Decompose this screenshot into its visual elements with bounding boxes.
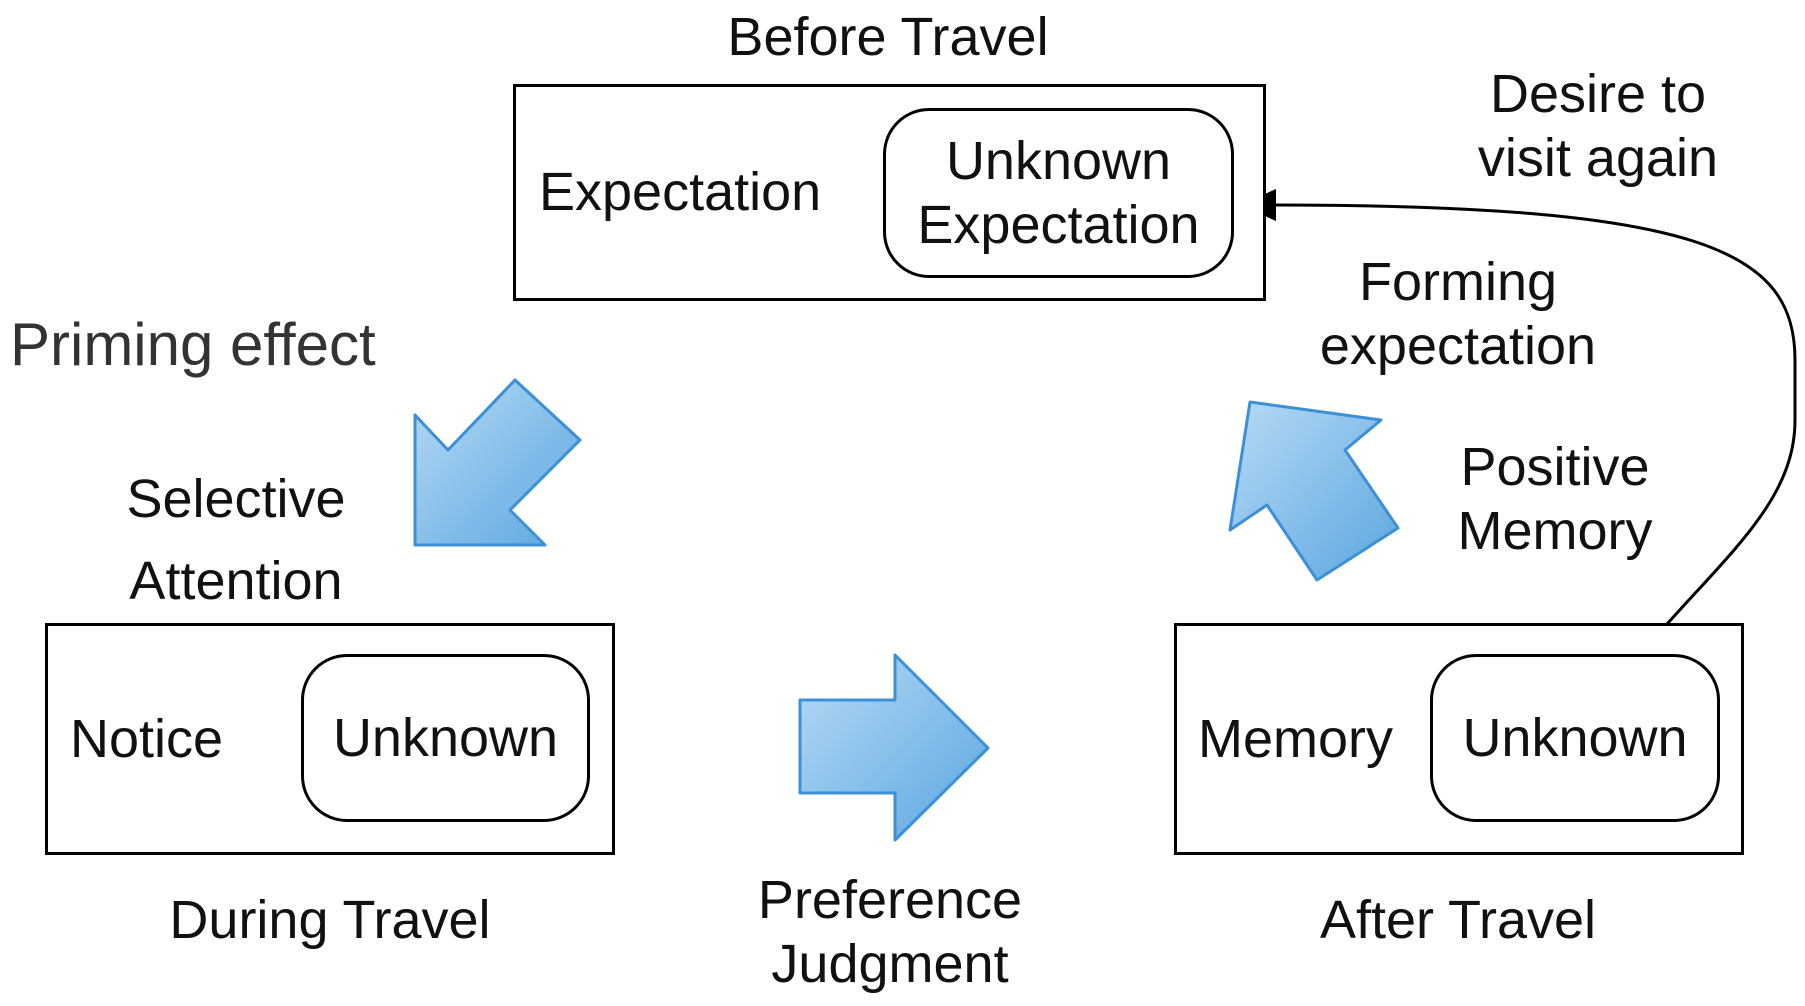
after-travel-title: After Travel — [1319, 890, 1597, 950]
notice-label: Notice — [70, 709, 224, 769]
curved-arrow-icon — [1269, 203, 1797, 656]
desire-to-visit-label: Desire to visit again — [1448, 62, 1748, 190]
unknown-expectation-line1: Unknown — [945, 131, 1172, 191]
after-unknown-box: Unknown — [1430, 654, 1720, 822]
unknown-expectation-line2: Expectation — [917, 195, 1200, 255]
arrow-up-left-icon — [1228, 400, 1400, 582]
arrow-down-left-icon — [413, 378, 582, 547]
expectation-label: Expectation — [539, 162, 822, 222]
desire-line1: Desire to — [1489, 64, 1707, 124]
positive-line1: Positive — [1460, 437, 1650, 497]
forming-line2: expectation — [1319, 316, 1597, 376]
during-travel-title: During Travel — [169, 890, 491, 950]
preference-line1: Preference — [757, 870, 1023, 930]
positive-line2: Memory — [1457, 501, 1653, 561]
forming-line1: Forming — [1358, 252, 1558, 312]
positive-memory-label: Positive Memory — [1420, 435, 1690, 563]
desire-line2: visit again — [1477, 128, 1719, 188]
forming-expectation-label: Forming expectation — [1308, 250, 1608, 378]
priming-effect-label: Priming effect — [10, 311, 376, 378]
arrow-right-icon — [798, 653, 990, 842]
preference-line2: Judgment — [771, 934, 1009, 994]
unknown-expectation-box: Unknown Expectation — [883, 108, 1234, 278]
before-travel-title: Before Travel — [727, 7, 1049, 67]
during-unknown-box: Unknown — [301, 654, 590, 822]
selective-attention-label: Selective Attention — [96, 458, 376, 622]
selective-line2: Attention — [129, 551, 343, 611]
memory-label: Memory — [1198, 709, 1394, 769]
preference-judgment-label: Preference Judgment — [740, 868, 1040, 996]
selective-line1: Selective — [126, 469, 346, 529]
